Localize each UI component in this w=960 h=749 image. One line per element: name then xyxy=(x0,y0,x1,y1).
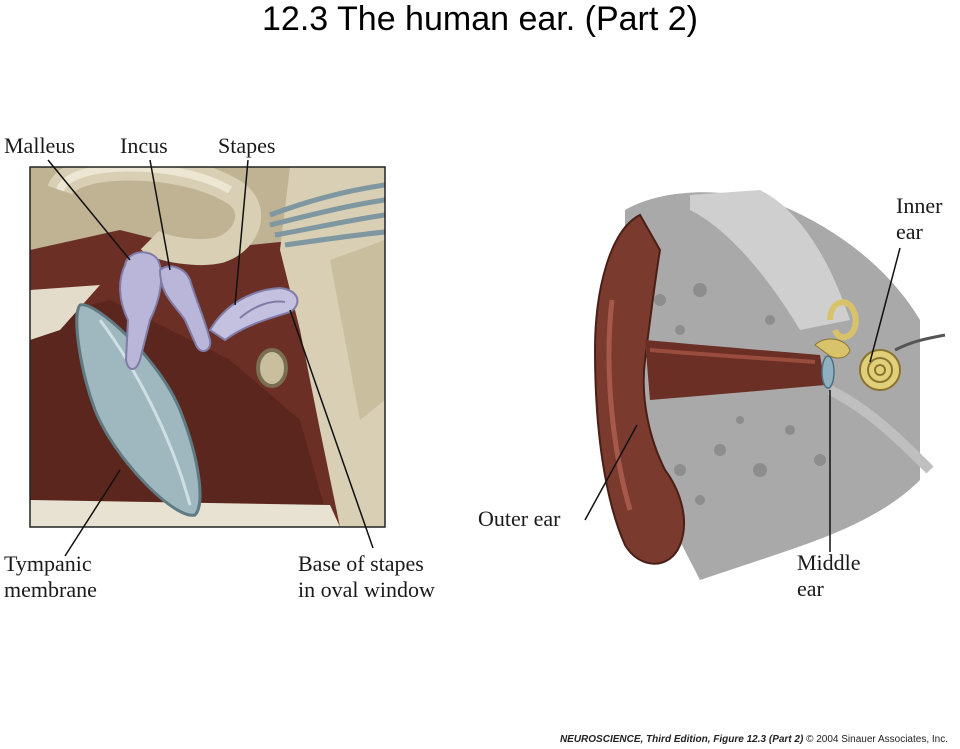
label-malleus: Malleus xyxy=(4,133,75,158)
ossicles-panel xyxy=(30,167,385,527)
label-stapes: Stapes xyxy=(218,133,275,158)
label-base-stapes-line1: Base of stapes xyxy=(298,551,424,576)
label-incus: Incus xyxy=(120,133,168,158)
label-inner-ear-line1: Inner xyxy=(896,193,942,218)
credit-book: NEUROSCIENCE, Third Edition, xyxy=(560,734,711,745)
label-inner-ear-line2: ear xyxy=(896,219,923,244)
label-base-stapes-line2: in oval window xyxy=(298,577,435,602)
label-middle-ear-line2: ear xyxy=(797,576,824,601)
credit-copyright: © 2004 Sinauer Associates, Inc. xyxy=(806,734,948,745)
credit-figure: Figure 12.3 (Part 2) xyxy=(713,734,803,745)
label-middle-ear-line1: Middle xyxy=(797,550,861,575)
label-outer-ear: Outer ear xyxy=(478,506,560,531)
ear-cross-section xyxy=(595,190,945,580)
label-tympanic-line2: membrane xyxy=(4,577,97,602)
figure-credit: NEUROSCIENCE, Third Edition, Figure 12.3… xyxy=(560,734,948,745)
label-tympanic-line1: Tympanic xyxy=(4,551,92,576)
